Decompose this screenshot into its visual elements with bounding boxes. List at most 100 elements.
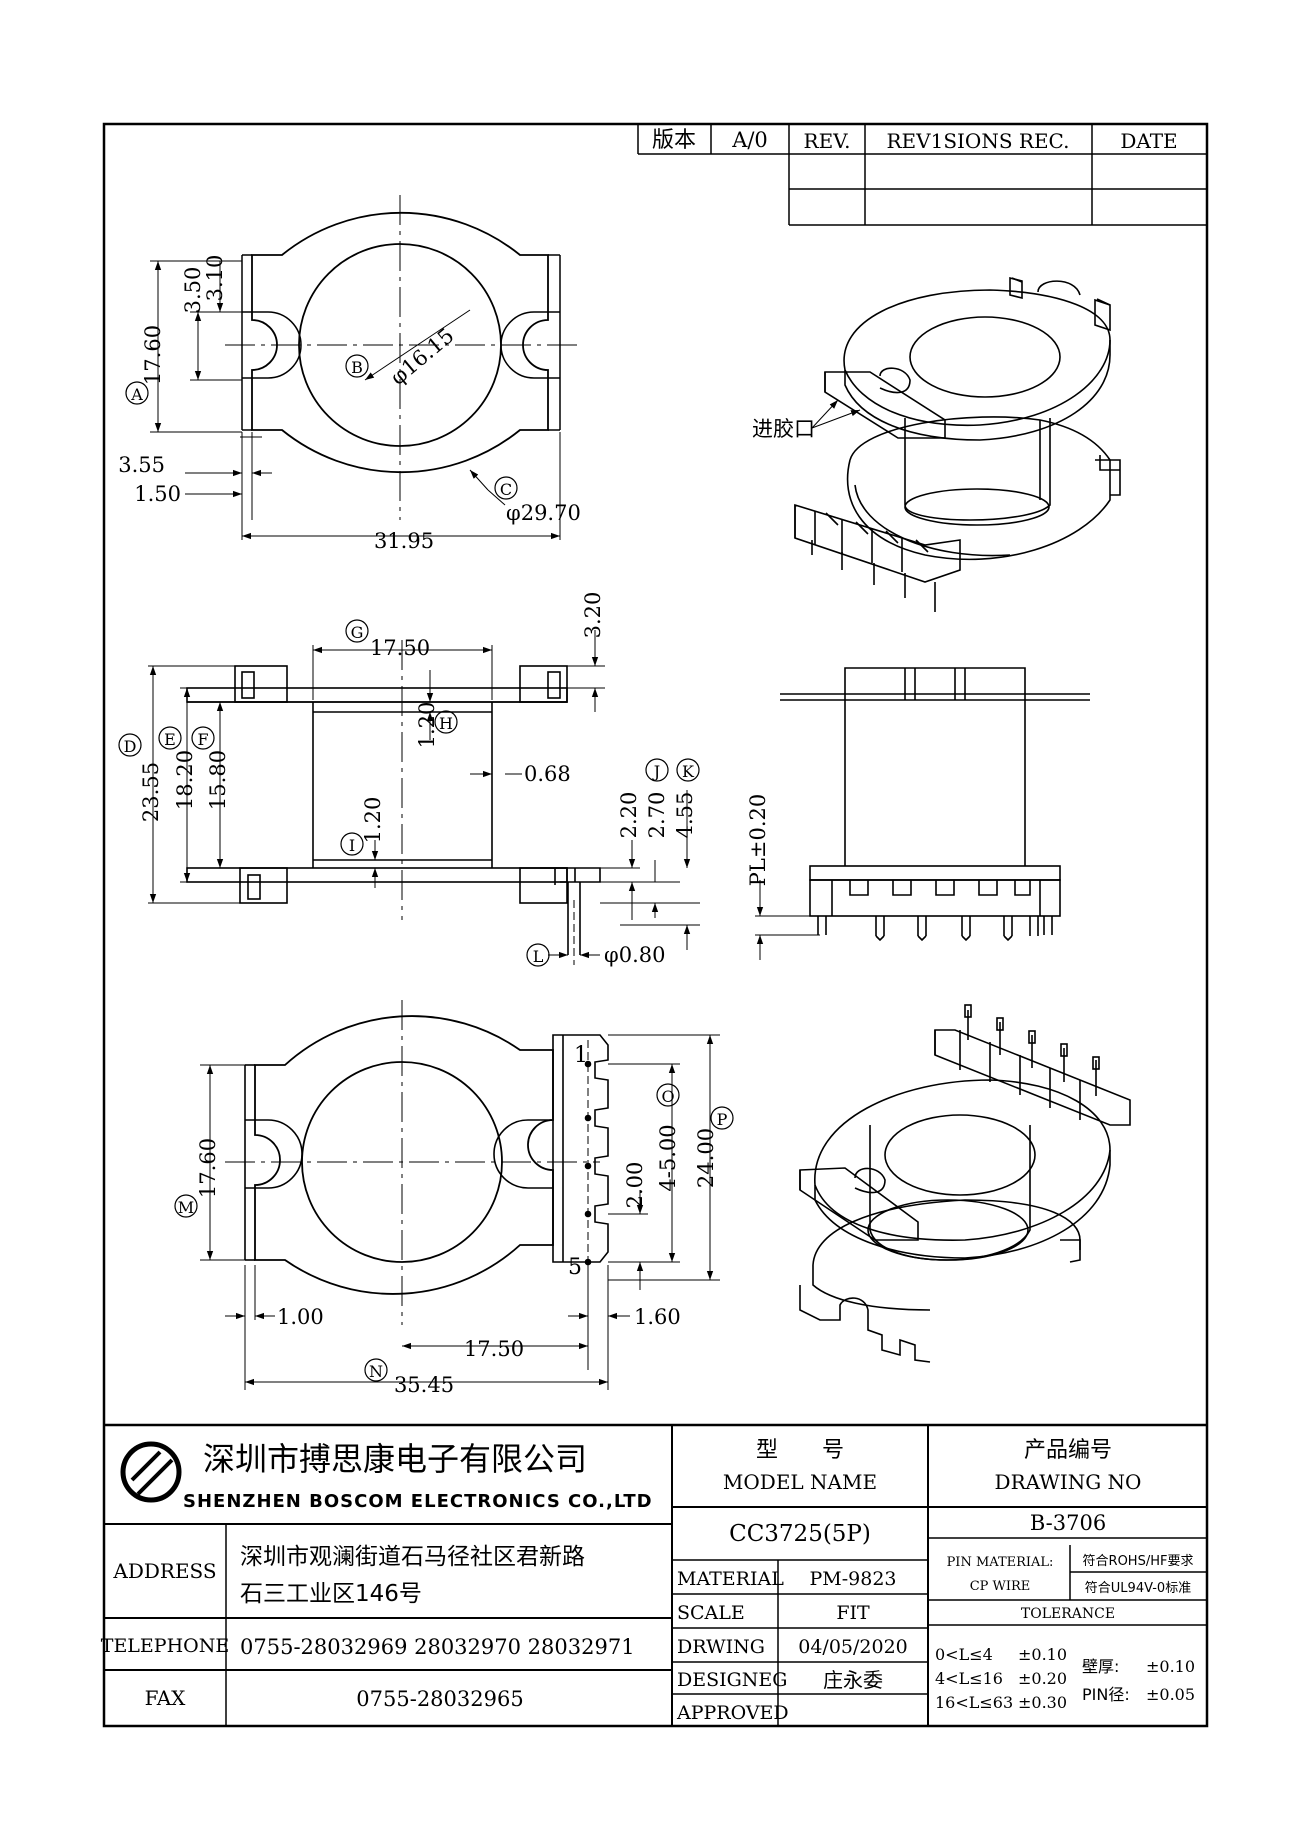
dim-35-45: 35.45 bbox=[394, 1373, 454, 1397]
pin-material-label: PIN MATERIAL: bbox=[947, 1555, 1054, 1570]
callout-j: J bbox=[645, 758, 669, 782]
pin-dia-value: ±0.05 bbox=[1146, 1685, 1195, 1704]
scale-value: FIT bbox=[836, 1602, 870, 1624]
svg-text:P: P bbox=[717, 1110, 728, 1129]
svg-text:K: K bbox=[682, 762, 695, 781]
dim-4-5-00: 4-5.00 bbox=[656, 1124, 680, 1191]
date-header: DATE bbox=[1120, 129, 1177, 153]
tol-2-value: ±0.20 bbox=[1018, 1669, 1067, 1688]
svg-text:I: I bbox=[349, 836, 355, 855]
callout-n: N bbox=[364, 1358, 388, 1382]
callout-p: P bbox=[710, 1106, 734, 1130]
iso-view-bottom bbox=[799, 1004, 1131, 1363]
svg-text:G: G bbox=[351, 623, 364, 642]
model-value: CC3725(5P) bbox=[729, 1521, 871, 1547]
callout-e: E bbox=[158, 726, 182, 750]
wall-label: 壁厚: bbox=[1082, 1657, 1119, 1676]
iso-note: 进胶口 bbox=[752, 399, 861, 441]
pin-material-value: CP WIRE bbox=[970, 1579, 1031, 1594]
dim-1-20-bottom: 1.20 bbox=[361, 797, 385, 844]
side-view bbox=[780, 667, 1090, 942]
tolerance-label: TOLERANCE bbox=[1021, 1606, 1115, 1622]
revisions-header: REV1SIONS REC. bbox=[887, 129, 1070, 153]
material-value: PM-9823 bbox=[809, 1568, 896, 1590]
version-label: 版本 bbox=[652, 128, 696, 153]
svg-text:E: E bbox=[164, 730, 176, 749]
callout-m: M bbox=[174, 1194, 198, 1218]
version-value: A/0 bbox=[731, 128, 768, 152]
iso-view-top bbox=[794, 276, 1121, 612]
dim-3-20: 3.20 bbox=[581, 592, 605, 639]
top-view-centerlines bbox=[225, 195, 580, 520]
front-view-dims bbox=[148, 630, 700, 959]
company-logo bbox=[120, 1441, 182, 1503]
company-name-cn: 深圳市搏思康电子有限公司 bbox=[203, 1440, 587, 1478]
svg-text:M: M bbox=[178, 1198, 194, 1217]
callout-f: F bbox=[191, 726, 215, 750]
top-view bbox=[241, 212, 561, 473]
dim-4-55: 4.55 bbox=[673, 792, 697, 839]
svg-text:O: O bbox=[661, 1087, 674, 1106]
telephone-value: 0755-28032969 28032970 28032971 bbox=[240, 1635, 635, 1659]
telephone-label: TELEPHONE bbox=[101, 1635, 229, 1657]
revision-table: 版本 A/0 REV. REV1SIONS REC. DATE bbox=[637, 124, 1207, 226]
drawing-no-label: DRAWING NO bbox=[995, 1470, 1142, 1494]
dim-2-20: 2.20 bbox=[617, 792, 641, 839]
designeg-label: DESIGNEG bbox=[677, 1669, 787, 1691]
tol-1-value: ±0.10 bbox=[1018, 1645, 1067, 1664]
drwing-value: 04/05/2020 bbox=[798, 1636, 908, 1658]
wall-value: ±0.10 bbox=[1146, 1657, 1195, 1676]
svg-text:N: N bbox=[369, 1362, 383, 1381]
callout-l: L bbox=[526, 943, 550, 967]
drawing-no-value: B-3706 bbox=[1030, 1511, 1106, 1535]
tol-2-range: 4<L≤16 bbox=[935, 1669, 1003, 1688]
address-line-1: 深圳市观澜街道石马径社区君新路 bbox=[240, 1544, 585, 1570]
pin-1-label: 1 bbox=[574, 1043, 588, 1068]
tol-3-range: 16<L≤63 bbox=[935, 1693, 1013, 1712]
company-name-en: SHENZHEN BOSCOM ELECTRONICS CO.,LTD bbox=[183, 1491, 653, 1512]
ul-note: 符合UL94V-0标准 bbox=[1085, 1580, 1191, 1596]
dim-pl: PL±0.20 bbox=[746, 794, 770, 886]
dim-1-00: 1.00 bbox=[277, 1305, 324, 1329]
drwing-label: DRWING bbox=[677, 1636, 765, 1658]
dim-17-50-bottom: 17.50 bbox=[464, 1337, 524, 1361]
callout-d: D bbox=[118, 733, 142, 757]
callout-g: G bbox=[345, 619, 369, 643]
callout-c: C bbox=[494, 476, 518, 500]
dim-17-60-bottom: 17.60 bbox=[196, 1138, 220, 1198]
tol-1-range: 0<L≤4 bbox=[935, 1645, 993, 1664]
designeg-value: 庄永委 bbox=[823, 1668, 883, 1692]
dim-1-50: 1.50 bbox=[134, 482, 181, 506]
svg-text:F: F bbox=[197, 730, 208, 749]
approved-label: APPROVED bbox=[676, 1702, 789, 1724]
rev-header: REV. bbox=[804, 129, 851, 153]
svg-text:L: L bbox=[533, 947, 544, 966]
model-name-cn: 型 号 bbox=[756, 1438, 844, 1463]
fax-value: 0755-28032965 bbox=[356, 1687, 523, 1711]
dim-inner-diameter: φ16.15 bbox=[386, 323, 459, 389]
title-block-grid bbox=[104, 1423, 1207, 1726]
dim-23-55: 23.55 bbox=[139, 762, 163, 822]
scale-label: SCALE bbox=[677, 1602, 745, 1624]
dim-3-55: 3.55 bbox=[118, 453, 165, 477]
pin-5-label: 5 bbox=[568, 1255, 582, 1280]
dim-pin-diameter: φ0.80 bbox=[604, 943, 665, 967]
bottom-view-centerlines bbox=[225, 1000, 600, 1325]
dim-24-00: 24.00 bbox=[694, 1128, 718, 1188]
pin-dia-label: PIN径: bbox=[1082, 1685, 1130, 1704]
callout-a: A bbox=[125, 381, 149, 405]
dim-18-20: 18.20 bbox=[173, 750, 197, 810]
bottom-view bbox=[244, 1015, 609, 1295]
dim-3-50: 3.50 bbox=[181, 267, 205, 314]
model-name-label: MODEL NAME bbox=[723, 1470, 877, 1494]
dim-2-00: 2.00 bbox=[623, 1162, 647, 1209]
top-view-dims bbox=[150, 260, 561, 540]
front-view bbox=[186, 665, 601, 955]
callout-o: O bbox=[656, 1083, 680, 1107]
side-view-dims bbox=[755, 880, 820, 960]
fax-label: FAX bbox=[145, 1686, 187, 1710]
callout-h: H bbox=[434, 710, 458, 734]
rohs-note: 符合ROHS/HF要求 bbox=[1083, 1553, 1194, 1569]
dim-2-70: 2.70 bbox=[645, 792, 669, 839]
dim-1-60: 1.60 bbox=[634, 1305, 681, 1329]
